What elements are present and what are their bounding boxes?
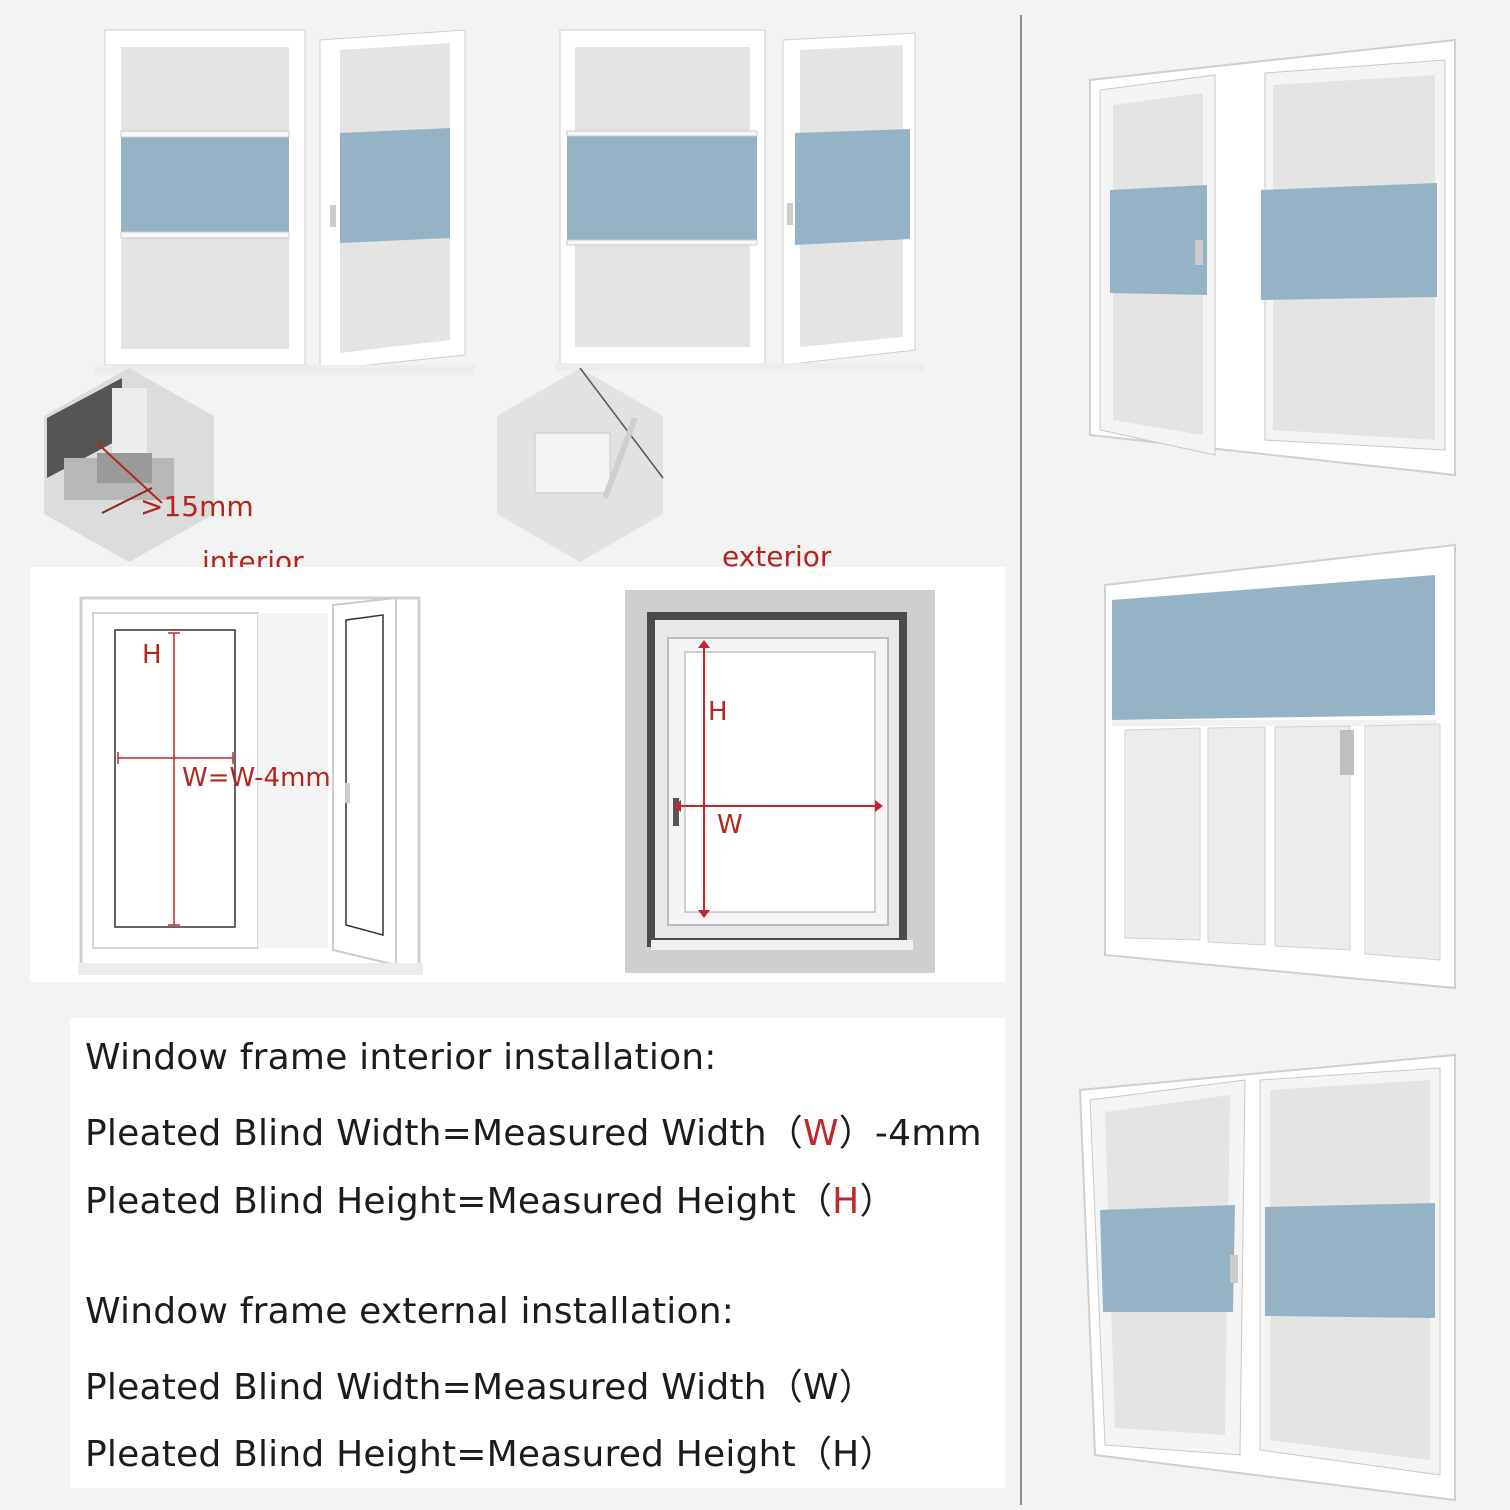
interior-window-illustration	[95, 25, 480, 380]
window-view-bottom	[1075, 1050, 1460, 1505]
interior-width-variable: W	[802, 1113, 839, 1154]
interior-height-label: H	[142, 640, 162, 670]
interior-width-prefix: Pleated Blind Width=Measured Width（	[85, 1113, 803, 1154]
window-view-middle	[1100, 540, 1460, 990]
instructions-panel	[70, 1018, 1005, 1488]
exterior-height-label: H	[708, 697, 728, 727]
interior-bracket-closeup	[42, 368, 217, 563]
interior-height-formula: Pleated Blind Height=Measured Height（H）	[85, 1172, 896, 1224]
column-divider	[1020, 15, 1022, 1505]
interior-width-suffix: ）-4mm	[838, 1113, 982, 1154]
exterior-measurement-diagram	[625, 590, 935, 975]
external-height-formula: Pleated Blind Height=Measured Height（H）	[85, 1434, 896, 1475]
interior-heading: Window frame interior installation:	[85, 1037, 717, 1078]
exterior-width-label: W	[717, 810, 743, 840]
exterior-window-illustration	[555, 25, 930, 375]
window-view-top	[1085, 35, 1465, 480]
interior-height-variable: H	[832, 1181, 860, 1222]
external-width-formula: Pleated Blind Width=Measured Width（W）	[85, 1367, 875, 1408]
interior-width-label: W=W-4mm	[182, 763, 331, 793]
clearance-label: >15mm	[140, 490, 254, 523]
exterior-bracket-closeup	[495, 368, 665, 563]
interior-height-suffix: ）	[859, 1181, 896, 1222]
external-heading: Window frame external installation:	[85, 1291, 735, 1332]
interior-measurement-diagram	[78, 595, 423, 980]
interior-height-prefix: Pleated Blind Height=Measured Height（	[85, 1181, 833, 1222]
interior-width-formula: Pleated Blind Width=Measured Width（W）-4m…	[85, 1104, 982, 1156]
